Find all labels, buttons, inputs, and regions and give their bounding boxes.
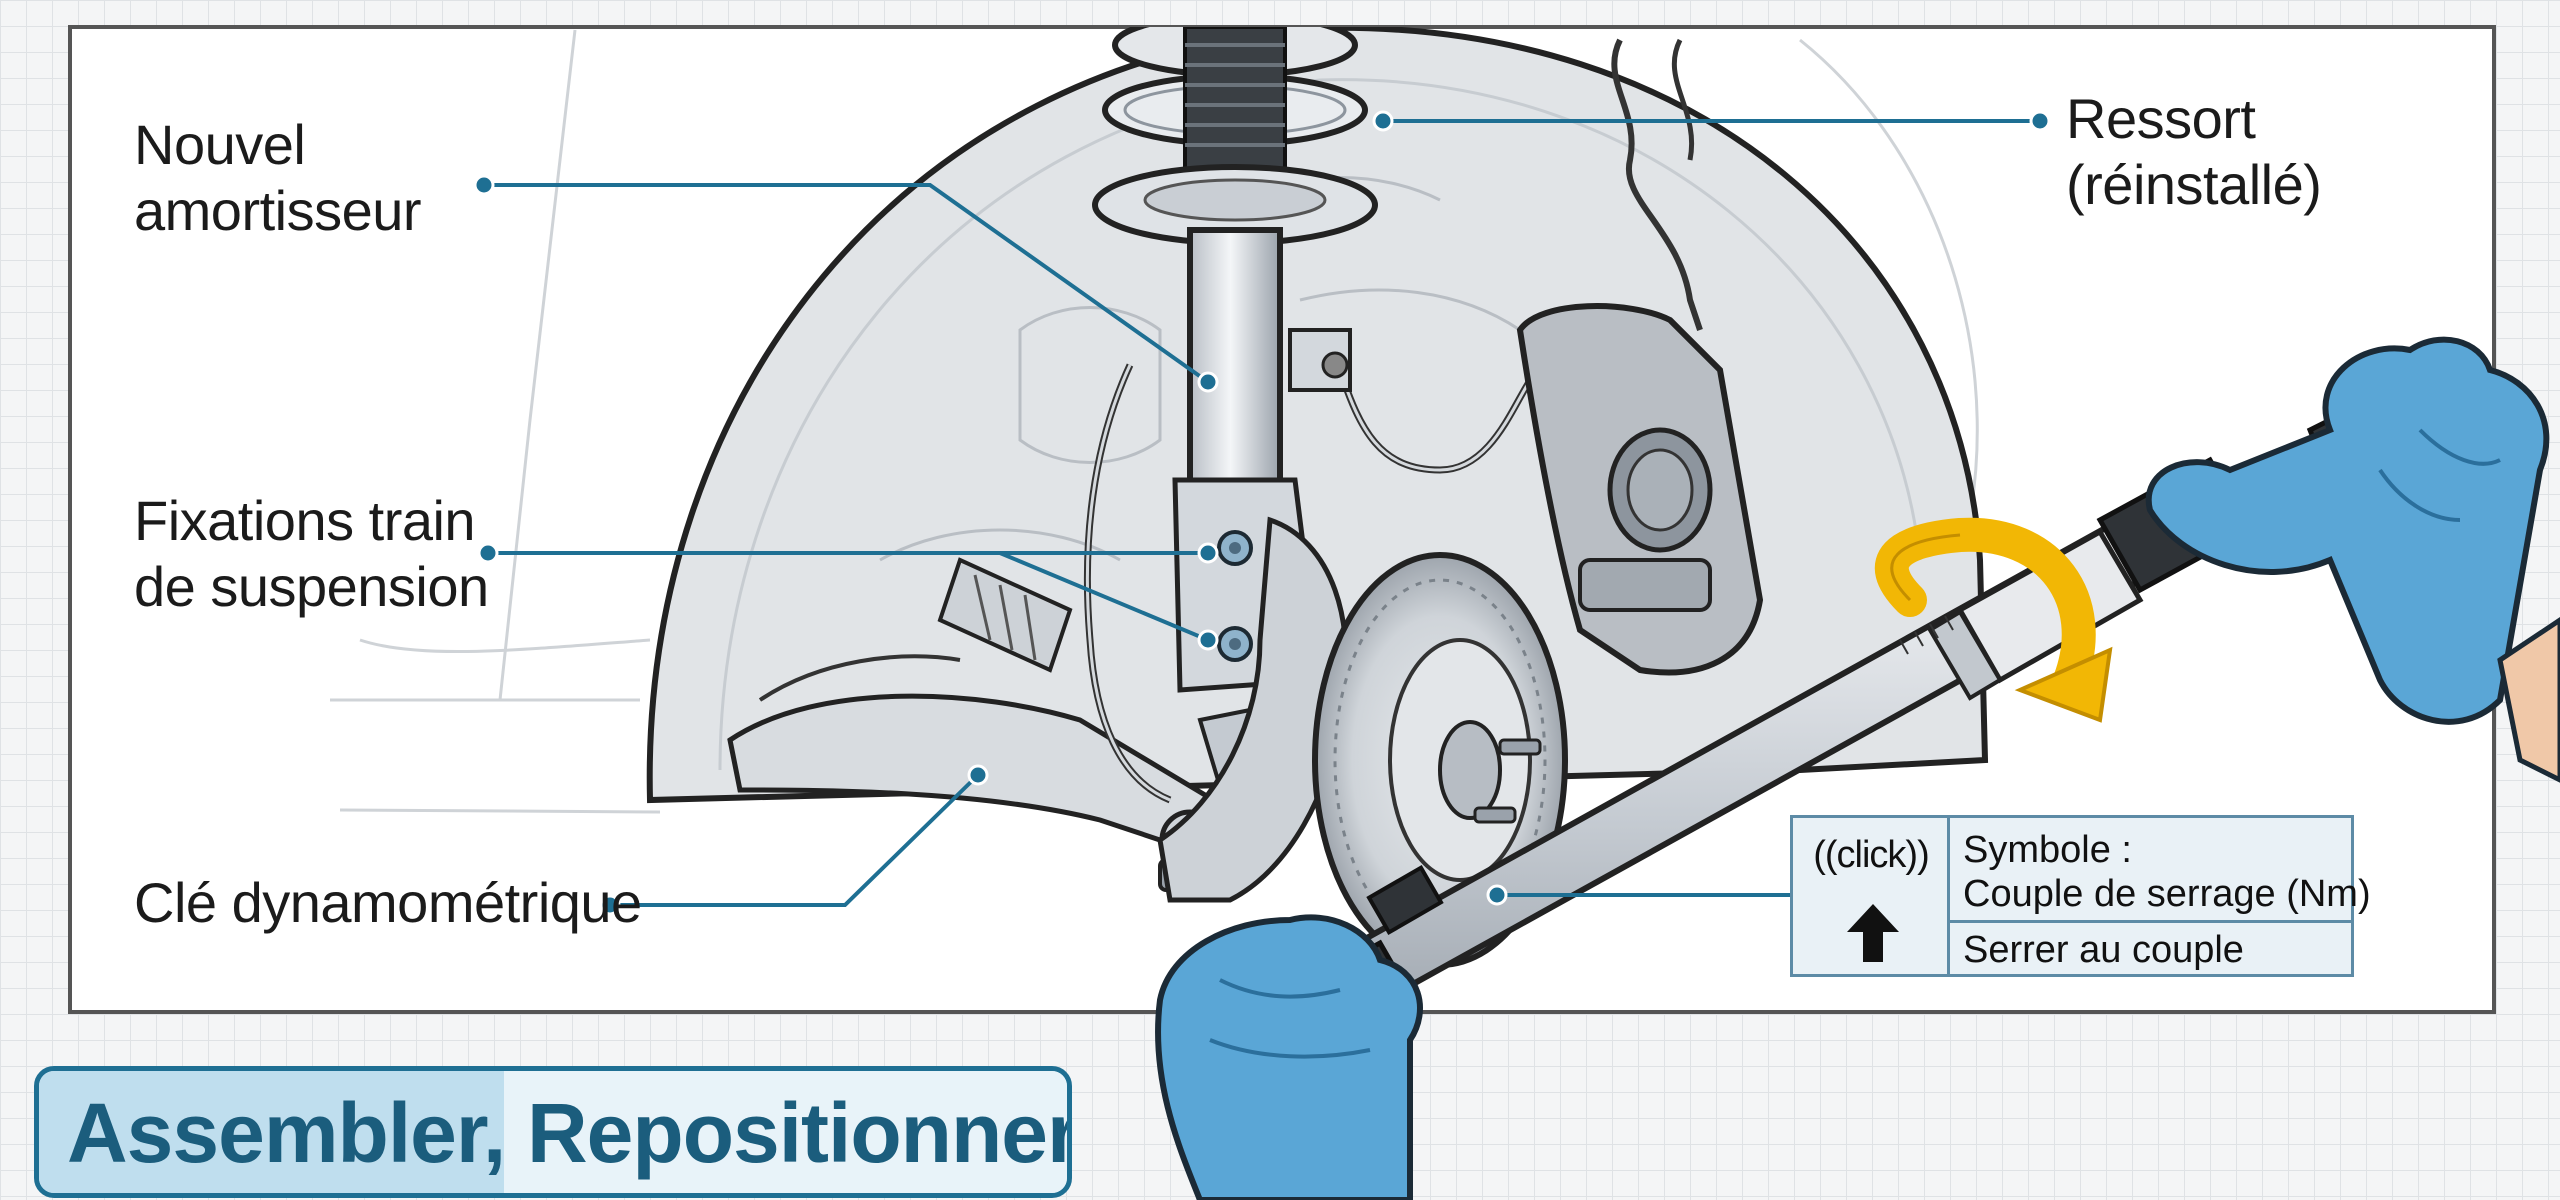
steering-knuckle (1157, 516, 1349, 903)
right-hand-glove (2145, 336, 2560, 783)
label-suspension-fixings: Fixations train de suspension (134, 489, 489, 618)
banner-right-panel (504, 1071, 1067, 1193)
steering-boot (937, 557, 1073, 673)
car-body-outline (330, 29, 1979, 814)
left-hand-glove (1155, 914, 1423, 1200)
brake-caliper (1516, 303, 1764, 676)
leader-dots (473, 110, 2051, 916)
torque-legend-box: ((click)) Symbole : Couple de serrage (N… (1790, 815, 2371, 977)
banner-word-repositionner: Repositionner (527, 1086, 1072, 1180)
up-arrow-icon (1847, 904, 1899, 962)
click-sound-text: ((click)) (1813, 834, 1930, 876)
legend-symbol-meaning: Couple de serrage (Nm) (1963, 873, 2371, 915)
legend-divider (1947, 818, 1950, 974)
dust-boot (1183, 27, 1287, 179)
banner-left-panel (39, 1071, 504, 1193)
rotation-arrow-icon (1874, 517, 2113, 723)
legend-symbol-label: Symbole : (1963, 829, 2132, 871)
label-spring-reinstalled: Ressort (réinstallé) (2066, 87, 2322, 216)
suspension-bolts (1217, 530, 1253, 662)
banner-word-assembler: Assembler, (67, 1086, 506, 1180)
label-new-shock-absorber: Nouvel amortisseur (134, 113, 422, 242)
legend-instruction: Serrer au couple (1963, 929, 2244, 971)
leader-lines (484, 119, 2040, 907)
legend-divider (1947, 920, 2351, 923)
label-torque-wrench: Clé dynamométrique (134, 871, 642, 934)
step-title-banner: Assembler, Repositionner (34, 1066, 1072, 1198)
